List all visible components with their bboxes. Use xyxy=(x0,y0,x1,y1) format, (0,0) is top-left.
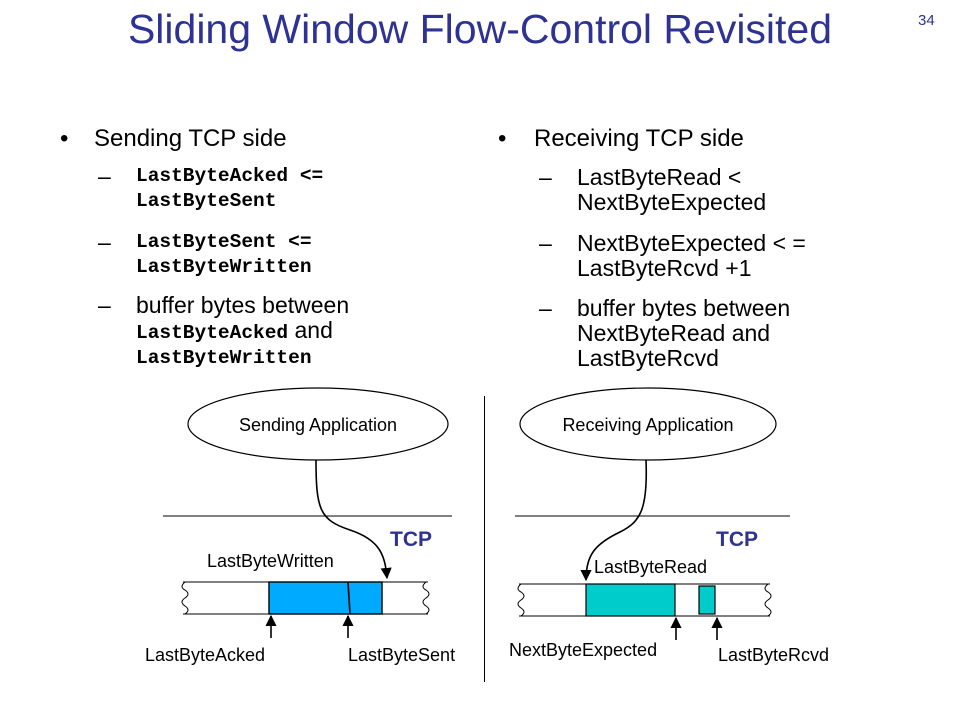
right-item-1-line1: LastByteRead < xyxy=(577,164,742,190)
and-text: and xyxy=(288,317,333,343)
last-byte-acked-label: LastByteAcked xyxy=(145,645,265,665)
receiving-application-label: Receiving Application xyxy=(562,415,733,435)
right-item-3-line2: NextByteRead and xyxy=(577,320,771,346)
receiving-data-path xyxy=(580,459,648,582)
code-last-byte-acked: LastByteAcked xyxy=(136,322,289,344)
recv-buffer-right-break xyxy=(764,583,772,617)
left-item-2-line1: LastByteSent <= xyxy=(136,231,312,253)
sending-application-ellipse xyxy=(187,387,449,461)
next-byte-expected-label: NextByteExpected xyxy=(509,640,657,660)
left-item-3-line3: LastByteWritten xyxy=(136,347,312,369)
send-buffer-left-break xyxy=(181,581,189,615)
dash-glyph: – xyxy=(98,163,111,189)
right-item-2-line1: NextByteExpected < = xyxy=(577,230,806,256)
left-item-2-line2: LastByteWritten xyxy=(136,256,312,278)
last-byte-sent-divider xyxy=(347,581,351,615)
receiving-application-ellipse xyxy=(519,387,777,461)
dash-glyph: – xyxy=(539,230,552,256)
left-item-1: – LastByteAcked <= LastByteSent xyxy=(98,164,324,214)
left-bullet-glyph: • xyxy=(60,125,69,152)
dash-glyph: – xyxy=(539,295,552,321)
right-bullet-glyph: • xyxy=(498,125,507,152)
last-byte-rcvd-label: LastByteRcvd xyxy=(718,645,829,665)
right-item-3: – buffer bytes between NextByteRead and … xyxy=(539,295,791,371)
last-byte-sent-label: LastByteSent xyxy=(348,645,455,665)
slide-title: Sliding Window Flow-Control Revisited xyxy=(127,6,833,52)
right-item-2-line2: LastByteRcvd +1 xyxy=(577,255,752,281)
left-item-3: – buffer bytes between LastByteAcked and… xyxy=(98,292,350,371)
center-divider xyxy=(484,396,485,682)
recv-buffer-fill-main xyxy=(585,583,676,617)
recv-buffer-left-break xyxy=(517,583,525,617)
last-byte-written-label: LastByteWritten xyxy=(207,551,334,571)
right-item-1-line2: NextByteExpected xyxy=(577,189,767,215)
last-byte-read-label: LastByteRead xyxy=(594,557,707,577)
left-item-2: – LastByteSent <= LastByteWritten xyxy=(98,230,312,280)
tcp-label-left: TCP xyxy=(390,528,432,551)
right-item-2: – NextByteExpected < = LastByteRcvd +1 xyxy=(539,230,806,281)
right-item-1: – LastByteRead < NextByteExpected xyxy=(539,164,767,215)
left-item-1-line2: LastByteSent xyxy=(136,190,277,212)
send-buffer-fill xyxy=(268,581,383,615)
left-item-1-line1: LastByteAcked <= xyxy=(136,165,324,187)
left-heading: Sending TCP side xyxy=(94,125,287,152)
sending-application-label: Sending Application xyxy=(239,415,397,435)
dash-glyph: – xyxy=(98,229,111,255)
sending-data-path xyxy=(315,459,392,580)
right-heading: Receiving TCP side xyxy=(534,125,744,152)
dash-glyph: – xyxy=(539,164,552,190)
right-item-3-line1: buffer bytes between xyxy=(577,295,791,321)
send-buffer-right-break xyxy=(422,581,430,615)
recv-buffer-fill-fragment xyxy=(698,585,716,615)
page-number: 34 xyxy=(918,12,935,29)
left-item-3-line1: buffer bytes between xyxy=(136,292,350,318)
tcp-label-right: TCP xyxy=(716,528,758,551)
right-item-3-line3: LastByteRcvd xyxy=(577,345,719,371)
dash-glyph: – xyxy=(98,292,111,318)
left-item-3-line2: LastByteAcked and xyxy=(136,318,349,346)
